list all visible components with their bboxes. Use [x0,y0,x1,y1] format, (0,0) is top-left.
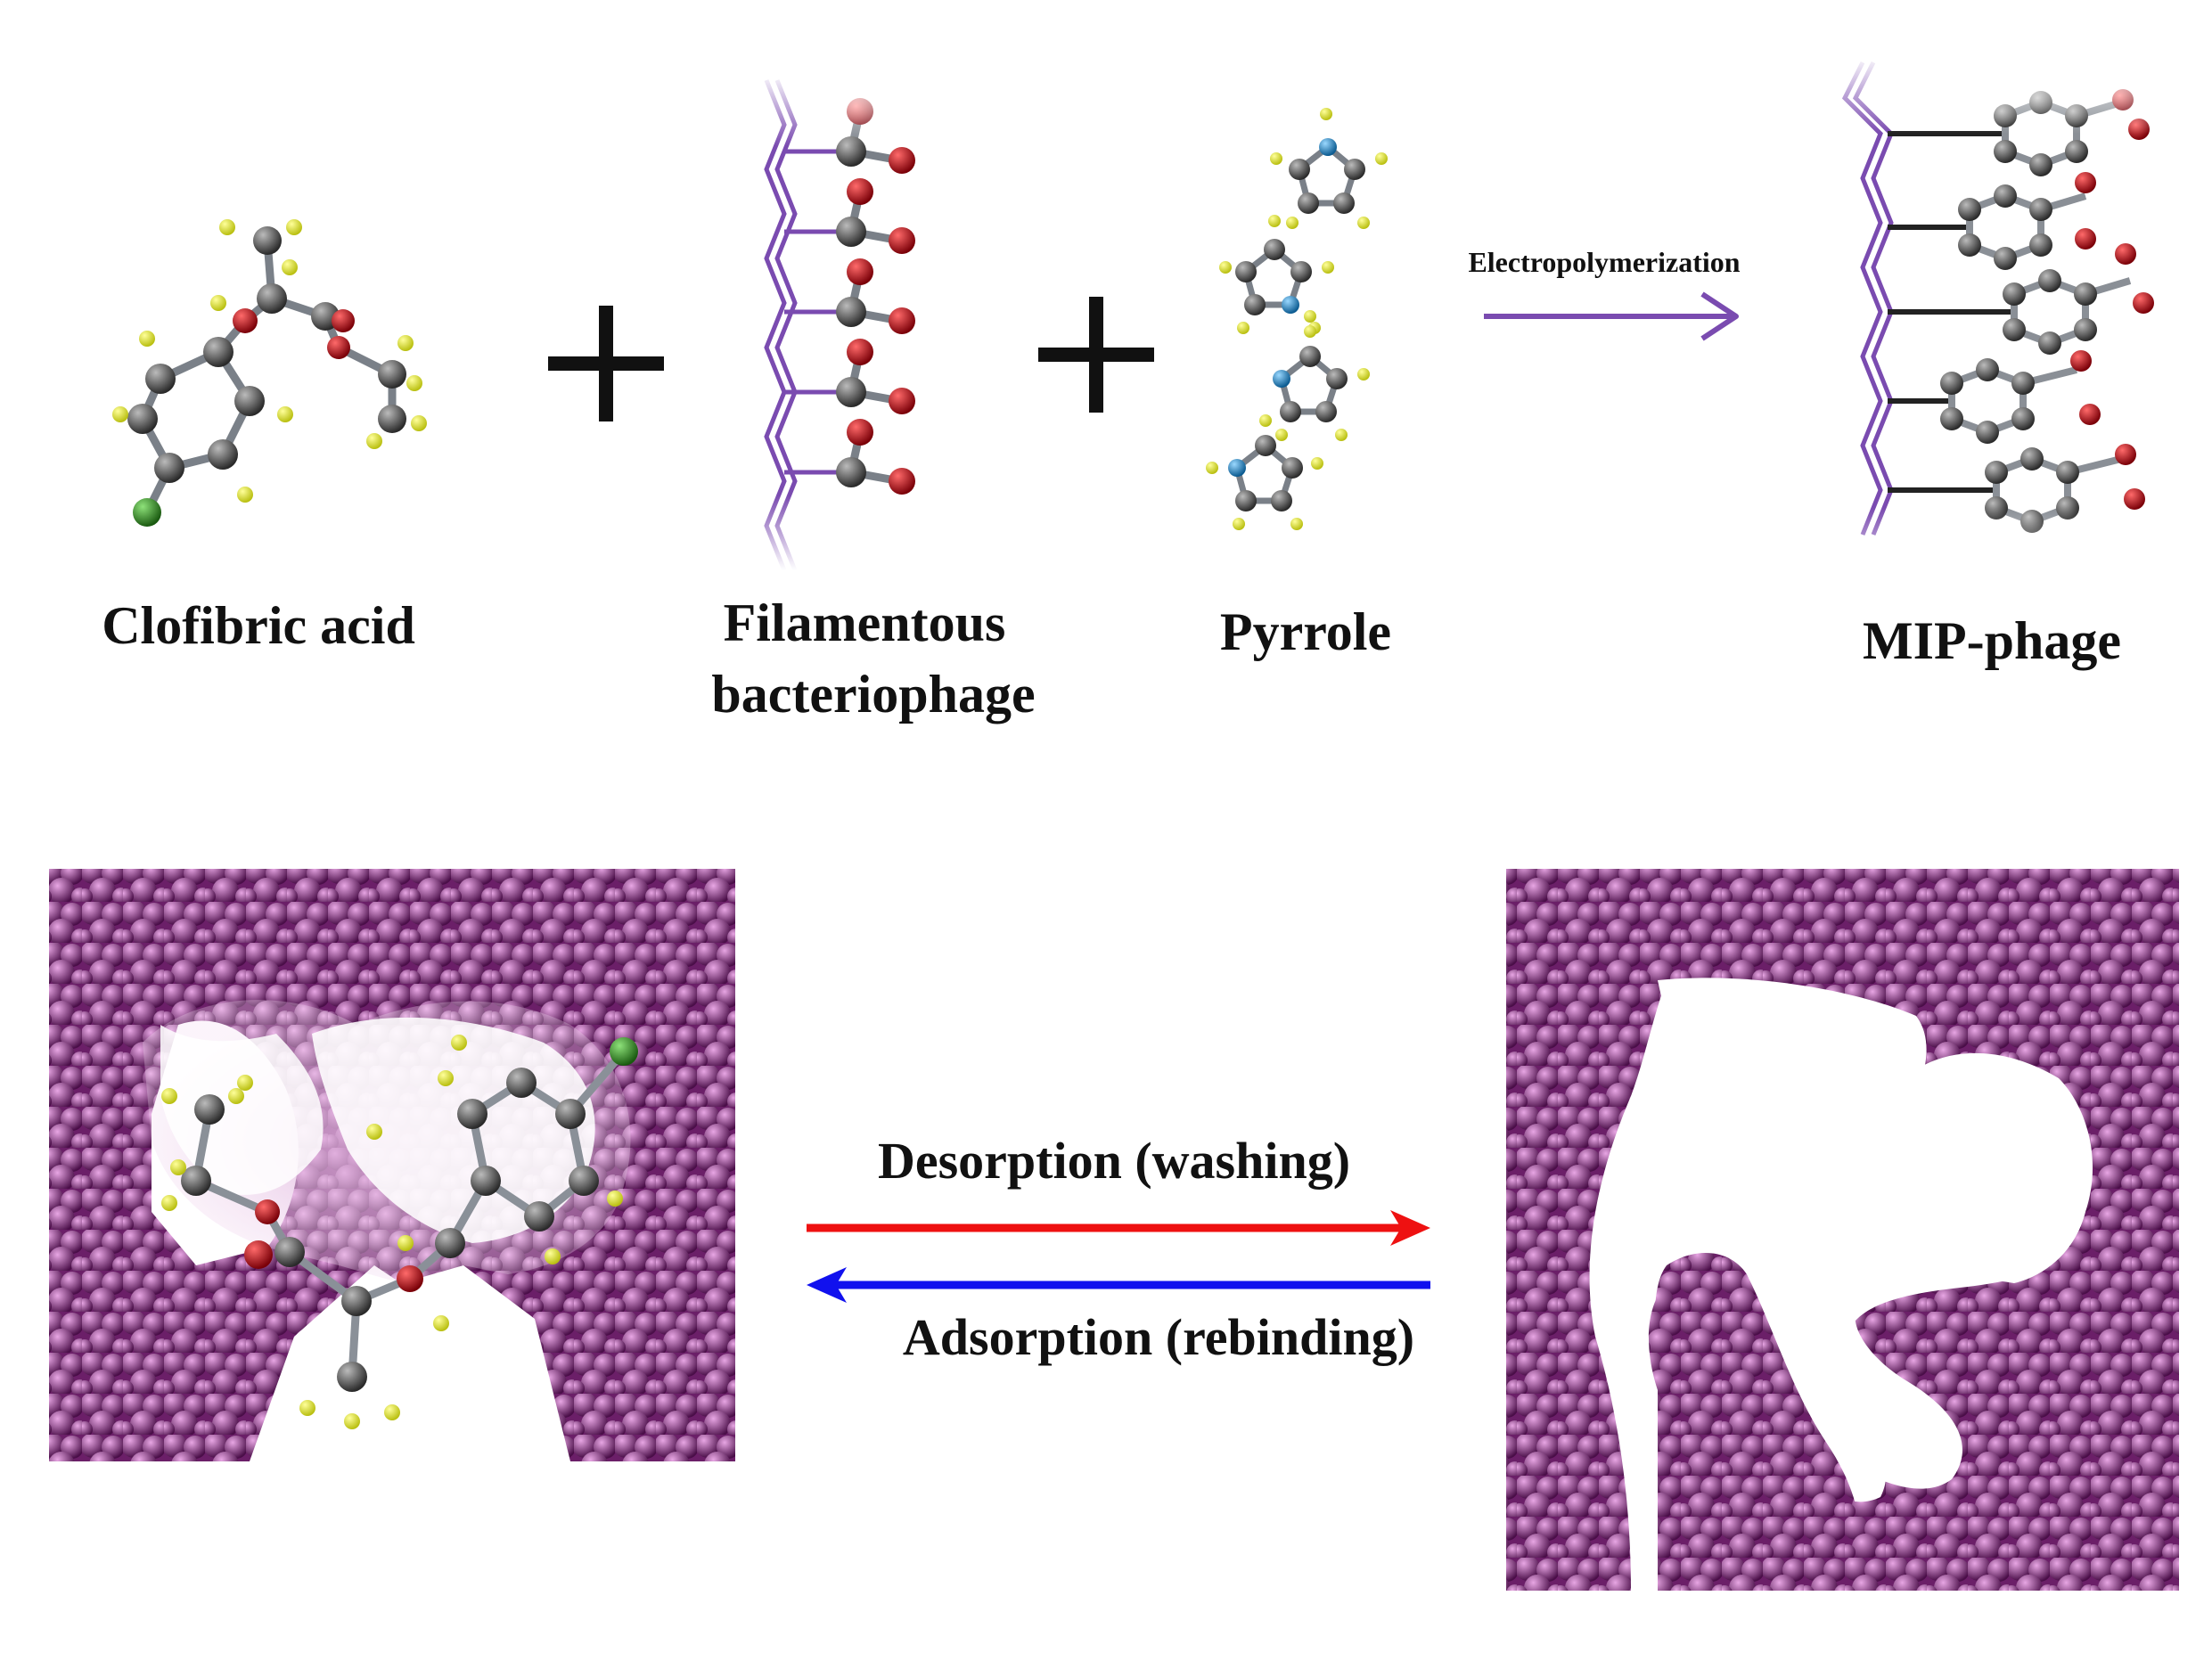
label-filamentous: Filamentous [723,593,1006,652]
label-electropolymerization: Electropolymerization [1468,246,1741,278]
label-pyrrole: Pyrrole [1219,602,1392,661]
imprinted-cavity-with-template [49,869,735,1461]
empty-imprinted-cavity [1506,869,2179,1591]
adsorption-arrow [807,1267,1430,1303]
label-mip-phage: MIP-phage [1863,611,2121,670]
mip-phage-structure [1841,61,2154,536]
electropolymerization-arrow [1484,291,1739,341]
clofibric-acid-molecule [112,219,427,527]
label-clofibric-acid: Clofibric acid [102,596,415,655]
label-bacteriophage: bacteriophage [711,665,1036,724]
label-desorption: Desorption (washing) [877,1132,1351,1190]
plus-sign-1 [548,306,664,421]
label-adsorption: Adsorption (rebinding) [902,1308,1415,1366]
bacteriophage-structure [764,79,915,571]
plus-sign-2 [1038,297,1154,413]
pyrrole-molecules [1206,108,1388,530]
desorption-arrow [807,1210,1430,1246]
